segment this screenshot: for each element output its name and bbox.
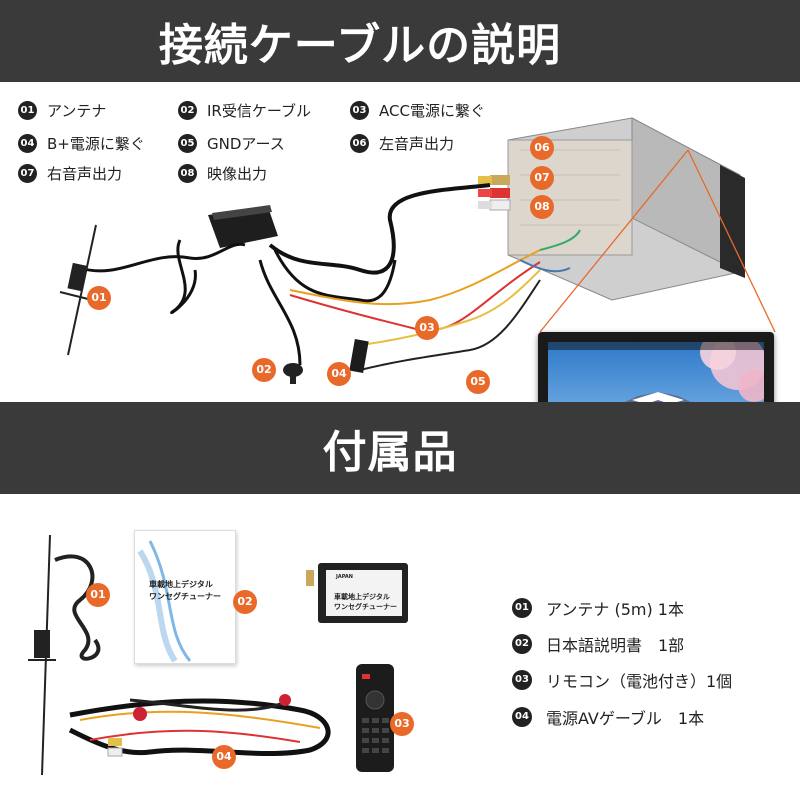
legend-badge: 06 [350, 134, 369, 153]
antenna-icon [59, 224, 97, 356]
tuner-brand: JAPAN [336, 574, 353, 580]
accessory-label: 日本語説明書 1部 [546, 636, 685, 655]
legend-badge: 04 [18, 134, 37, 153]
accessory-item-04: 04 電源AVゲーブル 1本 [512, 705, 704, 729]
callout-accessory-remote: 03 [390, 712, 414, 736]
accessory-harness-icon [68, 694, 331, 757]
manual-line-2: ワンセグチューナー [149, 592, 221, 601]
callout-acc: 03 [415, 316, 439, 340]
legend-item-03: 03 ACC電源に繋ぐ [350, 100, 485, 121]
accessory-antenna-icon [28, 534, 101, 776]
page-title: 接続ケーブルの説明 [158, 20, 562, 71]
manual-line-1: 車載地上デジタル [149, 580, 213, 589]
legend-badge: 08 [178, 164, 197, 183]
legend-item-08: 08 映像出力 [178, 163, 267, 184]
legend-badge: 03 [350, 101, 369, 120]
callout-gnd: 05 [466, 370, 490, 394]
accessory-label: 電源AVゲーブル 1本 [546, 709, 705, 728]
header-band: 接続ケーブルの説明 [0, 0, 800, 82]
legend-item-01: 01 アンテナ [18, 100, 106, 121]
callout-accessory-manual: 02 [233, 590, 257, 614]
legend-label: ACC電源に繋ぐ [379, 102, 485, 120]
fuse-holder-icon [349, 339, 369, 373]
accessories-title: 付属品 [322, 427, 458, 478]
tuner-box-icon [208, 205, 278, 248]
legend-label: アンテナ [47, 102, 107, 120]
callout-ir-receiver: 02 [252, 358, 276, 382]
callout-left-audio: 06 [530, 136, 554, 160]
accessory-remote-icon [356, 664, 394, 772]
legend-item-05: 05 GNDアース [178, 133, 285, 154]
legend-badge: 02 [178, 101, 197, 120]
callout-bplus: 04 [327, 362, 351, 386]
legend-label: 右音声出力 [47, 165, 123, 183]
tuner-line-2: ワンセグチューナー [334, 603, 397, 611]
accessory-badge: 03 [512, 670, 532, 690]
legend-badge: 01 [18, 101, 37, 120]
accessory-tuner-icon [306, 563, 408, 623]
accessory-badge: 02 [512, 634, 532, 654]
legend-badge: 05 [178, 134, 197, 153]
accessory-badge: 01 [512, 598, 532, 618]
callout-accessory-harness: 04 [212, 745, 236, 769]
legend-label: 左音声出力 [379, 135, 455, 153]
manual-swoosh-icon [137, 540, 192, 663]
projection-line [687, 149, 776, 333]
accessory-item-01: 01 アンテナ (5m) 1本 [512, 596, 684, 620]
accessory-badge: 04 [512, 707, 532, 727]
manual-booklet: 車載地上デジタル ワンセグチューナー [134, 530, 236, 664]
accessory-label: リモコン（電池付き）1個 [546, 672, 733, 691]
legend-label: GNDアース [207, 135, 285, 153]
legend-label: 映像出力 [207, 165, 268, 183]
legend-label: B+電源に繋ぐ [47, 135, 145, 153]
legend-item-04: 04 B+電源に繋ぐ [18, 133, 145, 154]
legend-item-07: 07 右音声出力 [18, 163, 122, 184]
accessory-item-03: 03 リモコン（電池付き）1個 [512, 668, 732, 692]
tuner-line-1: 車載地上デジタル [334, 593, 390, 601]
legend-item-02: 02 IR受信ケーブル [178, 100, 311, 121]
head-unit-icon [507, 117, 745, 301]
projection-line [539, 149, 689, 333]
callout-antenna: 01 [87, 286, 111, 310]
callout-right-audio: 07 [530, 166, 554, 190]
ir-receiver-icon [283, 363, 303, 384]
legend-label: IR受信ケーブル [207, 102, 311, 120]
callout-video-out: 08 [530, 195, 554, 219]
accessory-item-02: 02 日本語説明書 1部 [512, 632, 684, 656]
legend-item-06: 06 左音声出力 [350, 133, 454, 154]
rca-plugs-icon [478, 175, 511, 211]
accessory-label: アンテナ (5m) 1本 [546, 600, 684, 619]
callout-accessory-antenna: 01 [86, 583, 110, 607]
legend-badge: 07 [18, 164, 37, 183]
accessories-band: 付属品 [0, 402, 800, 494]
